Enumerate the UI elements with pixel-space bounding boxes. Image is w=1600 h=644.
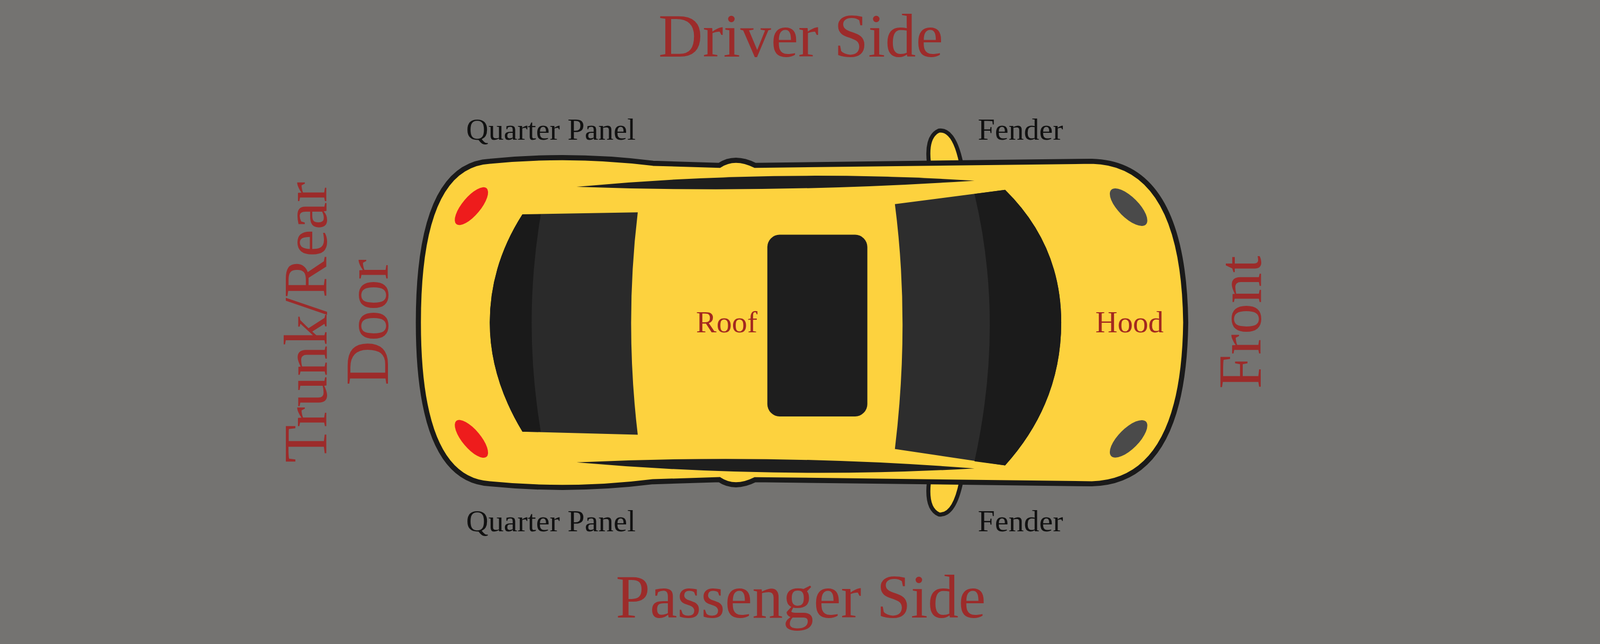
side-window	[576, 458, 975, 473]
part-label: Quarter Panel	[466, 114, 636, 146]
part-label: Roof	[695, 306, 758, 338]
side-window	[576, 175, 975, 190]
taillight	[449, 414, 494, 463]
headlight	[1104, 182, 1154, 232]
windshield-shade	[974, 190, 1062, 466]
part-label: Quarter Panel	[466, 505, 636, 537]
rear-window-shade	[489, 214, 541, 432]
side-label: Driver Side	[658, 5, 944, 67]
end-label: Trunk/Rear Door	[275, 152, 399, 492]
sunroof	[767, 234, 868, 417]
side-label: Passenger Side	[615, 566, 986, 628]
part-label: Hood	[1095, 306, 1164, 338]
part-label: Fender	[977, 505, 1063, 537]
headlight	[1104, 414, 1154, 464]
rear-window	[489, 212, 638, 435]
car-body	[418, 157, 1186, 488]
part-label: Fender	[977, 114, 1063, 146]
windshield	[895, 190, 1062, 466]
end-label: Front	[1209, 255, 1271, 389]
taillight	[449, 182, 494, 230]
